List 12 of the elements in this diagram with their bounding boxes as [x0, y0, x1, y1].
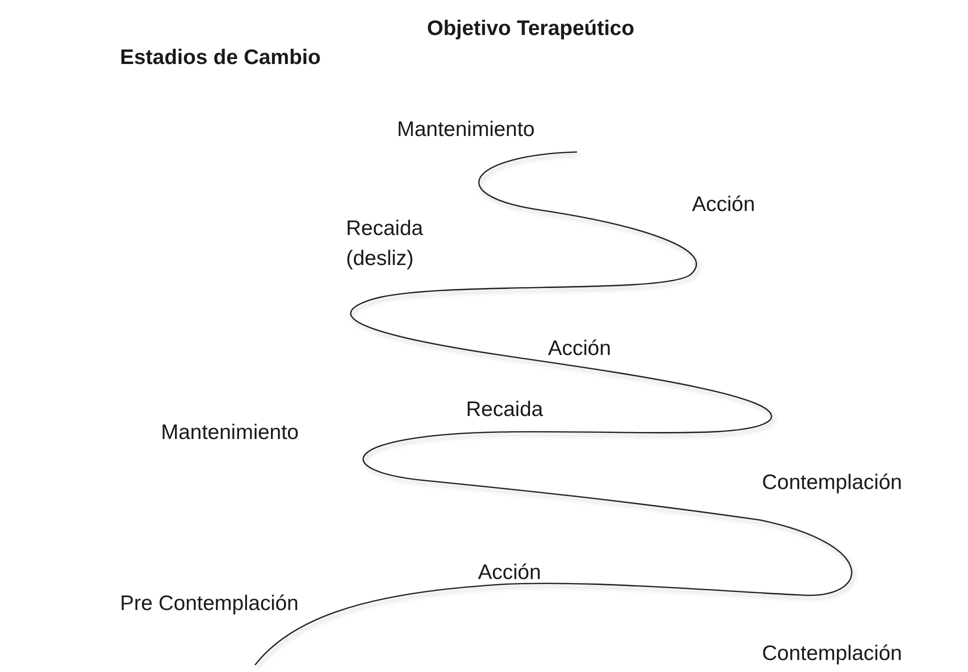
stage-label: Acción: [692, 192, 756, 218]
stage-label: Contemplación: [762, 470, 902, 496]
stage-label: Contemplación: [762, 641, 902, 667]
stage-label: Acción: [548, 336, 612, 362]
heading: Estadios de Cambio: [120, 45, 321, 71]
stage-label: Recaida (desliz): [346, 216, 424, 272]
stage-label: Acción: [478, 560, 542, 586]
heading: Objetivo Terapeútico: [427, 16, 634, 42]
stage-label: Mantenimiento: [397, 117, 535, 143]
stage-label: Pre Contemplación: [120, 591, 299, 617]
stage-label: Mantenimiento: [161, 420, 299, 446]
stage-label: Recaida: [466, 397, 544, 423]
